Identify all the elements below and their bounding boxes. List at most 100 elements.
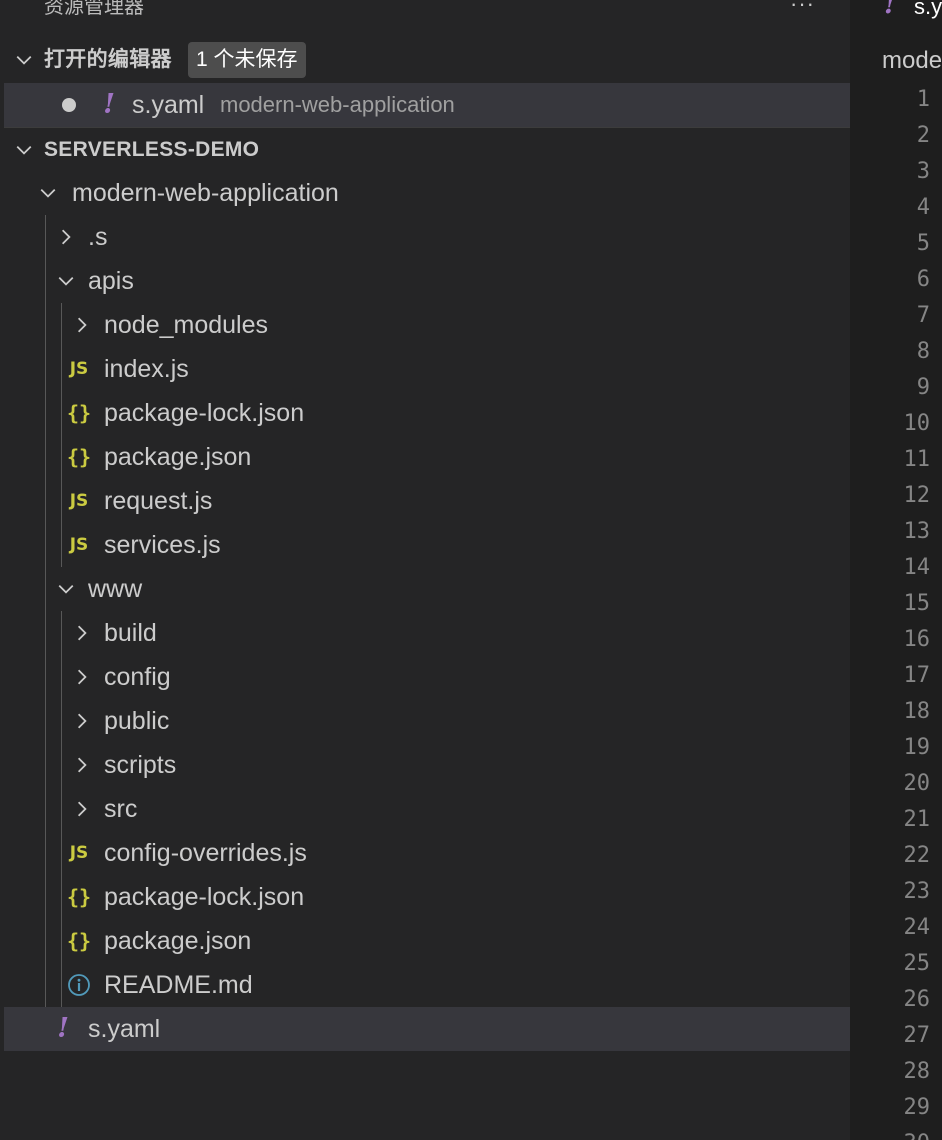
tree-item-label: node_modules <box>104 311 269 339</box>
tree-item-label: config <box>104 663 171 691</box>
yaml-icon: ! <box>103 89 115 120</box>
indent-guide <box>61 611 62 1007</box>
chevron-down-icon <box>56 271 76 291</box>
unsaved-badge: 1 个未保存 <box>188 42 306 78</box>
tree-folder-scripts[interactable]: scripts <box>4 743 850 787</box>
open-editor-path: modern-web-application <box>220 92 455 117</box>
tree-item-label: package.json <box>104 443 252 471</box>
indent-guide <box>45 215 46 1050</box>
js-file-icon: JS <box>69 535 89 555</box>
open-editor-item[interactable]: ! s.yaml modern-web-application <box>4 83 850 127</box>
tree-file-package-lock-json[interactable]: {} package-lock.json <box>4 875 850 919</box>
indent-guide <box>61 303 62 567</box>
editor-tab-label[interactable]: s.y <box>914 0 942 19</box>
line-number: 18 <box>903 699 931 724</box>
line-number: 7 <box>916 303 930 328</box>
line-number: 14 <box>903 555 931 580</box>
line-number: 6 <box>916 267 930 292</box>
chevron-right-icon <box>72 799 92 819</box>
section-divider <box>4 127 850 128</box>
tree-item-label: scripts <box>104 751 177 779</box>
tree-item-label: modern-web-application <box>72 179 339 207</box>
ellipsis-icon[interactable]: ··· <box>790 0 815 16</box>
line-number: 3 <box>916 159 930 184</box>
chevron-down-icon <box>14 140 34 160</box>
line-number: 9 <box>916 375 930 400</box>
tree-item-label: apis <box>88 267 134 295</box>
chevron-right-icon <box>72 315 92 335</box>
line-number: 11 <box>903 447 931 472</box>
tree-item-label: public <box>104 707 170 735</box>
section-workspace[interactable]: SERVERLESS-DEMO <box>4 128 850 172</box>
tree-file-s-yaml[interactable]: ! s.yaml <box>4 1007 850 1051</box>
line-number: 12 <box>903 483 931 508</box>
chevron-down-icon <box>14 50 34 70</box>
unsaved-dot-icon[interactable] <box>62 98 76 112</box>
tree-file-package-json[interactable]: {} package.json <box>4 435 850 479</box>
chevron-right-icon <box>72 711 92 731</box>
tree-item-label: www <box>88 575 143 603</box>
chevron-right-icon <box>72 755 92 775</box>
tree-file-readme-md[interactable]: README.md <box>4 963 850 1007</box>
line-number: 19 <box>903 735 931 760</box>
json-file-icon: {} <box>66 929 92 953</box>
tree-item-label: index.js <box>104 355 189 383</box>
line-number: 20 <box>903 771 931 796</box>
tree-item-label: src <box>104 795 138 823</box>
view-title: 资源管理器 <box>44 0 144 18</box>
tree-file-services-js[interactable]: JS services.js <box>4 523 850 567</box>
line-number: 27 <box>903 1023 931 1048</box>
tree-file-package-json[interactable]: {} package.json <box>4 919 850 963</box>
tree-item-label: config-overrides.js <box>104 839 307 867</box>
open-editor-filename: s.yaml <box>132 91 205 119</box>
tree-folder-s[interactable]: .s <box>4 215 850 259</box>
yaml-icon: ! <box>57 1013 69 1044</box>
info-icon <box>66 963 92 1007</box>
workspace-title: SERVERLESS-DEMO <box>44 138 260 161</box>
tree-folder-apis[interactable]: apis <box>4 259 850 303</box>
chevron-right-icon <box>56 227 76 247</box>
line-number: 17 <box>903 663 931 688</box>
tree-folder-build[interactable]: build <box>4 611 850 655</box>
line-number: 10 <box>903 411 931 436</box>
tree-file-index-js[interactable]: JS index.js <box>4 347 850 391</box>
tree-folder-src[interactable]: src <box>4 787 850 831</box>
tree-item-label: package.json <box>104 927 252 955</box>
tree-item-label: s.yaml <box>88 1015 161 1043</box>
tree-folder-config[interactable]: config <box>4 655 850 699</box>
json-file-icon: {} <box>66 401 92 425</box>
tree-item-label: services.js <box>104 531 221 559</box>
tree-folder-www[interactable]: www <box>4 567 850 611</box>
tree-item-label: package-lock.json <box>104 399 305 427</box>
tree-folder-public[interactable]: public <box>4 699 850 743</box>
section-title: 打开的编辑器 <box>44 48 172 71</box>
js-file-icon: JS <box>69 359 89 379</box>
line-number: 5 <box>916 231 930 256</box>
line-number: 23 <box>903 879 931 904</box>
chevron-right-icon <box>72 623 92 643</box>
tree-folder-modern-web-application[interactable]: modern-web-application <box>4 171 850 215</box>
tree-file-config-overrides-js[interactable]: JS config-overrides.js <box>4 831 850 875</box>
line-number: 29 <box>903 1095 931 1120</box>
tree-item-label: README.md <box>104 971 253 999</box>
tree-item-label: build <box>104 619 157 647</box>
line-number: 28 <box>903 1059 931 1084</box>
tree-file-package-lock-json[interactable]: {} package-lock.json <box>4 391 850 435</box>
yaml-icon: ! <box>884 0 896 20</box>
tree-file-request-js[interactable]: JS request.js <box>4 479 850 523</box>
line-number: 26 <box>903 987 931 1012</box>
tree-item-label: .s <box>88 223 108 251</box>
chevron-down-icon <box>56 579 76 599</box>
line-number: 2 <box>916 123 930 148</box>
line-number: 22 <box>903 843 931 868</box>
line-number: 30 <box>870 1126 931 1140</box>
breadcrumb[interactable]: mode <box>882 47 942 74</box>
line-number: 25 <box>903 951 931 976</box>
json-file-icon: {} <box>66 885 92 909</box>
js-file-icon: JS <box>69 843 89 863</box>
tree-item-label: request.js <box>104 487 213 515</box>
section-open-editors[interactable]: 打开的编辑器 1 个未保存 <box>4 38 850 82</box>
tree-folder-node-modules[interactable]: node_modules <box>4 303 850 347</box>
line-number: 4 <box>916 195 930 220</box>
